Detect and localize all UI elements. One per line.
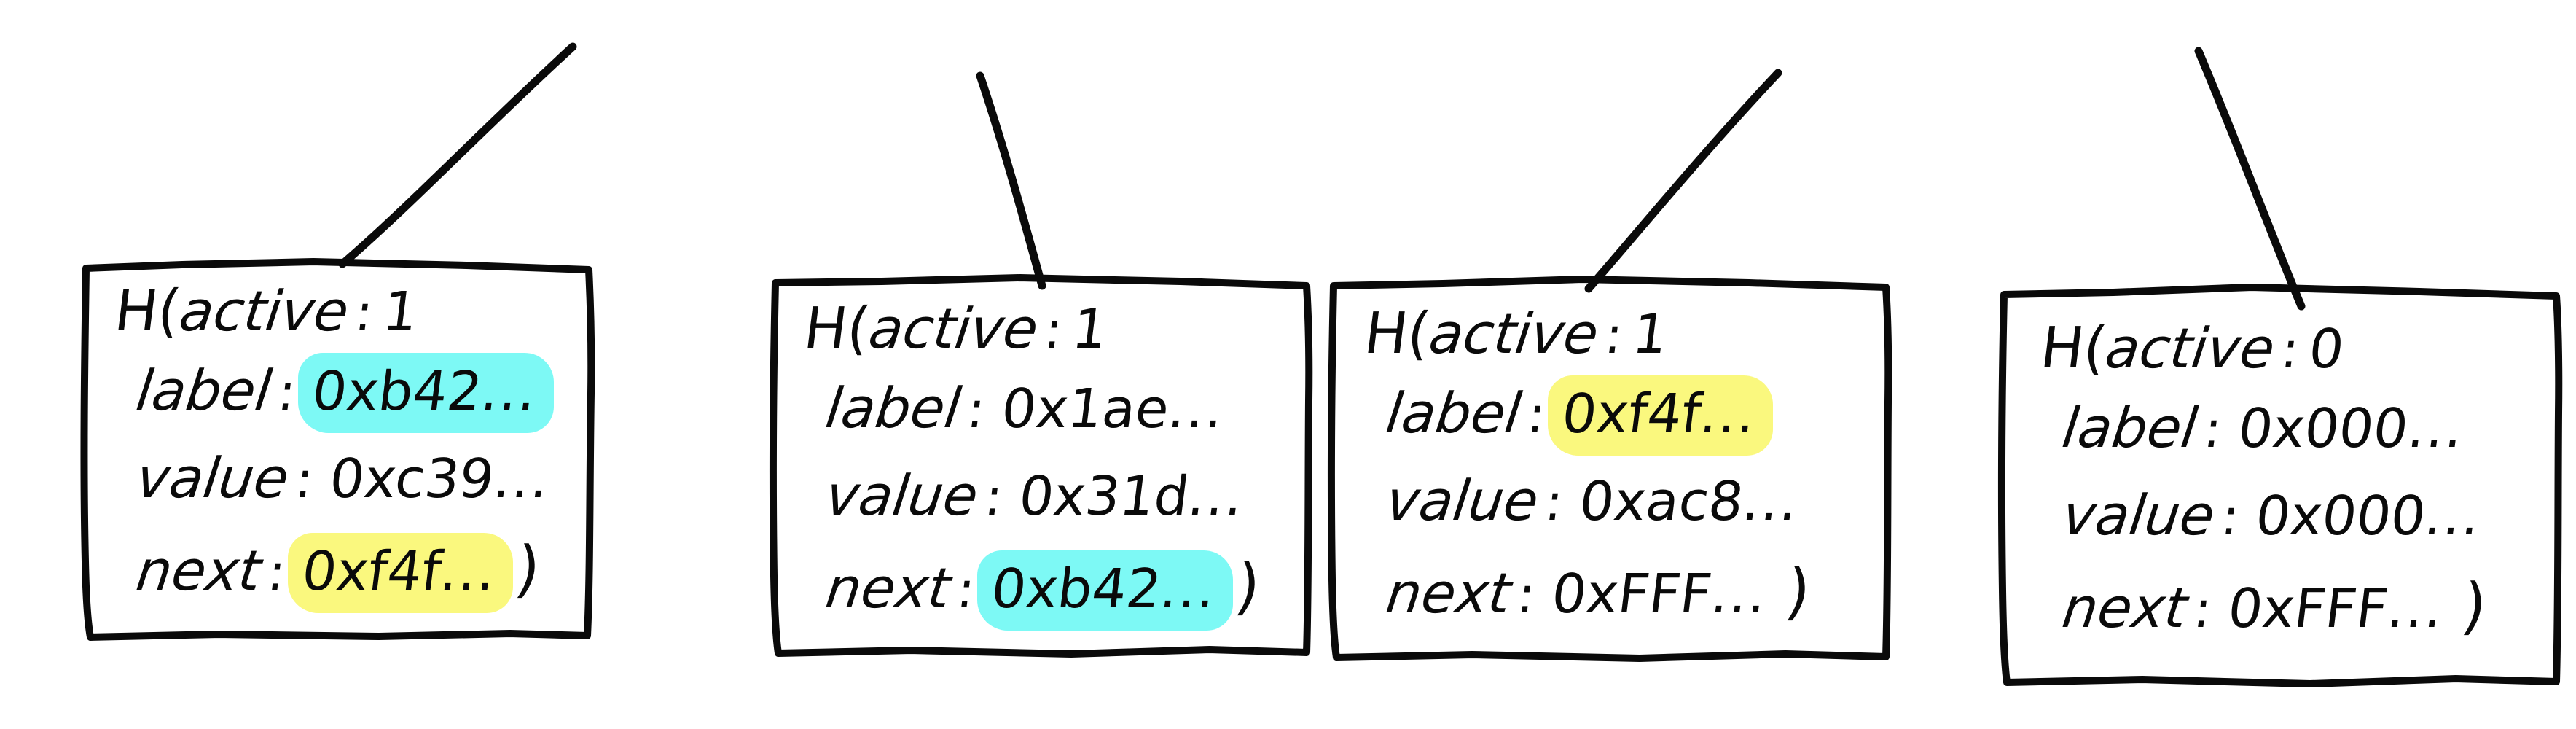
node-2-value-value: 0x31d [1015,465,1193,528]
field-key-value: value [1382,468,1543,533]
node-1-value-highlight: 0xc39... [323,448,557,510]
node-1-label-highlight: 0xb42... [298,353,554,433]
field-key-label: label [133,358,275,423]
struct-suffix: ) [1231,550,1264,622]
node-3-label-highlight: 0xf4f... [1548,375,1773,456]
ellipsis: ... [1697,383,1761,445]
ellipsis: ... [1157,558,1221,620]
ellipsis: ... [437,540,501,603]
field-key-value: value [2059,483,2219,547]
node-2-row-next: next : 0xb42... ) [822,550,1264,631]
node-1-value-value: 0xc39 [326,448,498,510]
ellipsis: ... [2384,577,2448,640]
node-4-row-value: value : 0x000... [2059,483,2489,547]
field-key-label: label [1382,381,1525,445]
node-1-row-value: value : 0xc39... [133,445,557,510]
node-1-row-next: next : 0xf4f... ) [133,533,544,613]
node-4-value-highlight: 0x000... [2249,485,2489,547]
node-3-value-value: 0xac8 [1575,470,1747,533]
node-card-1[interactable]: H( active : 1 label : 0xb42... value : 0… [82,257,592,639]
node-1-label-value: 0xb42 [309,360,486,423]
field-key-value: value [133,445,293,510]
field-key-label: label [2059,395,2201,460]
node-4-value-value: 0x000 [2252,485,2430,547]
struct-suffix: ) [2458,570,2491,642]
struct-prefix: H( [111,278,184,344]
field-key-active: active [1425,301,1602,366]
node-2-value-highlight: 0x31d... [1012,465,1252,528]
field-separator: : [352,283,377,343]
field-separator: : [2278,320,2303,380]
node-4-row-label: label : 0x000... [2059,395,2471,460]
node-2-pointer-line [976,71,1046,290]
field-key-active: active [176,278,353,343]
node-card-3[interactable]: H( active : 1 label : 0xf4f... value : 0… [1330,273,1887,660]
field-key-active: active [865,296,1042,361]
node-2-label-highlight: 0x1ae... [995,378,1232,440]
node-4-row-active: H( active : 0 [2037,316,2348,381]
node-3-row-label: label : 0xf4f... [1383,375,1773,456]
node-2-row-label: label : 0x1ae... [822,375,1232,440]
field-key-active: active [2102,316,2279,381]
node-4-label-highlight: 0x000... [2231,397,2471,460]
struct-suffix: ) [511,533,544,604]
node-3-value-highlight: 0xac8... [1573,470,1806,533]
node-3-active-value: 1 [1629,303,1672,366]
node-2-active-value: 1 [1068,298,1111,361]
ellipsis: ... [1184,465,1249,528]
ellipsis: ... [1164,378,1229,440]
ellipsis: ... [2404,397,2468,460]
node-2-next-highlight: 0xb42... [977,550,1233,631]
ellipsis: ... [478,360,542,423]
struct-prefix: H( [800,296,874,362]
node-1-next-value: 0xf4f [299,540,445,603]
node-4-label-value: 0x000 [2235,397,2412,460]
node-3-label-value: 0xf4f [1559,383,1705,445]
node-1-active-value: 1 [379,281,422,343]
node-1-row-label: label : 0xb42... [133,353,554,433]
node-3-pointer-line [1584,69,1782,293]
node-2-row-active: H( active : 1 [800,296,1111,362]
struct-prefix: H( [2037,316,2110,381]
ellipsis: ... [1739,470,1804,533]
node-4-active-value: 0 [2305,318,2348,381]
ellipsis: ... [490,448,554,510]
node-1-row-active: H( active : 1 [111,278,422,344]
node-4-next-value: 0xFFF [2225,577,2392,640]
node-2-next-value: 0xb42 [988,558,1165,620]
field-separator: : [1041,300,1066,360]
node-card-2[interactable]: H( active : 1 label : 0x1ae... value : 0… [772,271,1309,656]
field-key-value: value [822,463,982,528]
node-3-next-highlight: 0xFFF... [1545,563,1774,625]
node-4-pointer-line [2194,47,2306,311]
struct-prefix: H( [1361,301,1434,367]
field-key-next: next [133,538,265,603]
node-4-next-highlight: 0xFFF... [2221,577,2451,640]
node-1-next-highlight: 0xf4f... [288,533,513,613]
ellipsis: ... [1707,563,1772,625]
node-3-row-value: value : 0xac8... [1383,468,1806,533]
struct-suffix: ) [1782,555,1815,627]
node-4-row-next: next : 0xFFF... ) [2059,570,2491,642]
ellipsis: ... [2422,485,2486,547]
field-separator: : [1602,305,1626,365]
node-3-row-next: next : 0xFFF... ) [1383,555,1815,627]
field-key-next: next [2059,575,2191,640]
node-2-row-value: value : 0x31d... [822,463,1252,528]
node-card-4[interactable]: H( active : 0 label : 0x000... value : 0… [2000,282,2558,685]
node-3-next-value: 0xFFF [1549,563,1716,625]
field-key-label: label [822,375,965,440]
node-1-pointer-line [338,42,577,268]
field-key-next: next [822,555,955,620]
node-2-label-value: 0x1ae [998,378,1173,440]
node-3-row-active: H( active : 1 [1361,301,1672,367]
field-key-next: next [1382,561,1515,625]
